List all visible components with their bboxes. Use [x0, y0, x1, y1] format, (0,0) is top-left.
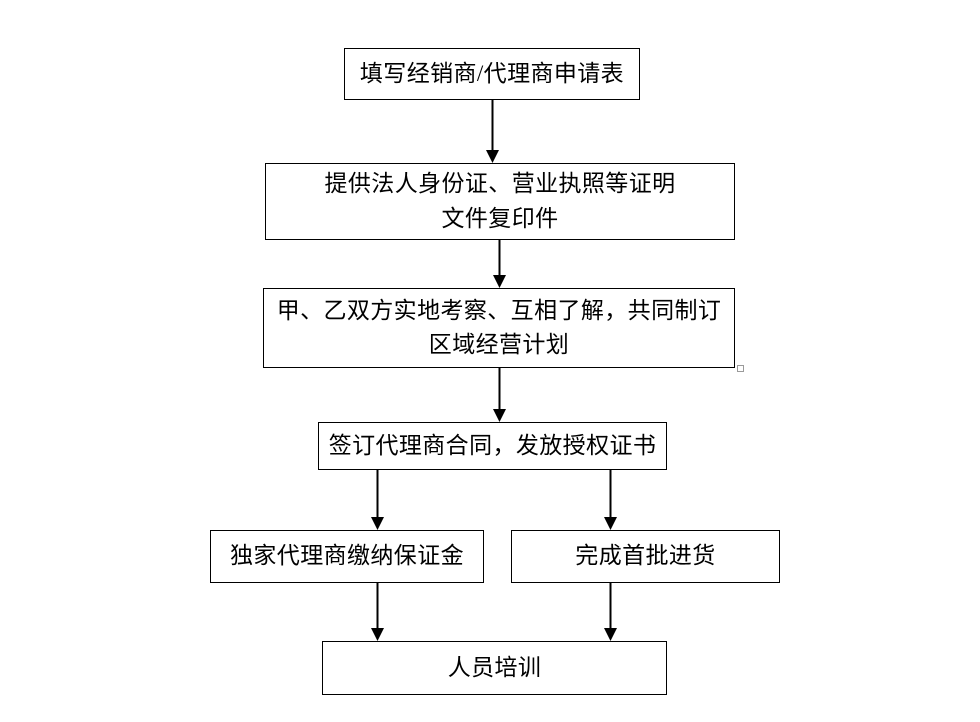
- arrow-contract-to-stocking: [603, 470, 617, 530]
- flow-node-exclusive-agent-deposit[interactable]: 独家代理商缴纳保证金: [210, 530, 484, 583]
- flow-node-label: 填写经销商/代理商申请表: [359, 60, 625, 86]
- arrow-inspection-to-contract: [492, 368, 506, 422]
- flow-node-mutual-inspection-plan[interactable]: 甲、乙双方实地考察、互相了解，共同制订区域经营计划: [263, 288, 735, 368]
- flow-node-label: 签订代理商合同，发放授权证书: [328, 432, 657, 458]
- flow-node-label: 人员培训: [447, 654, 542, 680]
- arrow-stocking-to-training: [603, 583, 617, 641]
- flow-node-sign-contract[interactable]: 签订代理商合同，发放授权证书: [318, 422, 667, 470]
- flow-node-provide-documents[interactable]: 提供法人身份证、营业执照等证明文件复印件: [265, 163, 735, 240]
- arrow-documents-to-inspection: [492, 240, 506, 288]
- flow-node-label: 甲、乙双方实地考察、互相了解，共同制订: [276, 297, 722, 323]
- flow-node-first-stocking[interactable]: 完成首批进货: [511, 530, 780, 583]
- flow-node-staff-training[interactable]: 人员培训: [322, 641, 667, 695]
- flow-node-label: 文件复印件: [441, 205, 559, 231]
- arrow-contract-to-deposit: [370, 470, 384, 530]
- flow-node-label: 区域经营计划: [428, 332, 570, 357]
- flow-node-apply-form[interactable]: 填写经销商/代理商申请表: [344, 48, 640, 100]
- arrow-apply-to-documents: [485, 100, 499, 163]
- selection-handle-bottom-right[interactable]: [737, 365, 744, 372]
- arrow-deposit-to-training: [370, 583, 384, 641]
- flow-node-label: 提供法人身份证、营业执照等证明: [324, 171, 676, 197]
- flow-node-label: 独家代理商缴纳保证金: [230, 543, 464, 569]
- flow-node-label: 完成首批进货: [575, 543, 716, 569]
